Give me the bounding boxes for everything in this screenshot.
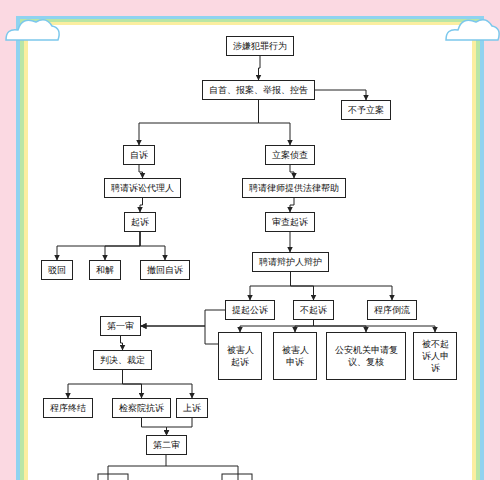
process-box: 聘请诉讼代理人 <box>104 178 181 198</box>
process-box: 第一审 <box>100 316 141 336</box>
box-label: 被害人申诉 <box>278 344 312 368</box>
process-box: 被不起诉人申诉 <box>413 332 457 380</box>
box-label: 提起公诉 <box>232 305 268 315</box>
process-box: 和解 <box>89 260 121 280</box>
process-box: 被害人起诉 <box>218 332 262 380</box>
flow-connector <box>121 336 123 350</box>
flow-connector <box>290 165 294 178</box>
process-box: 第二审 <box>146 435 187 455</box>
box-label: 涉嫌犯罪行为 <box>233 41 287 51</box>
flow-connector <box>142 418 167 435</box>
flow-connector <box>123 370 193 398</box>
continuation-lines <box>98 454 252 480</box>
process-box: 聘请辩护人辩护 <box>252 252 329 272</box>
process-box: 程序终结 <box>43 398 93 418</box>
process-box: 提起公诉 <box>225 300 275 320</box>
cloud <box>446 20 499 40</box>
box-label: 驳回 <box>48 265 66 275</box>
box-label: 立案侦查 <box>272 150 308 160</box>
process-box: 检察院抗诉 <box>112 398 171 418</box>
flow-connector <box>291 272 393 300</box>
start-box: 涉嫌犯罪行为 <box>226 36 294 56</box>
box-label: 撤回自诉 <box>147 265 183 275</box>
box-label: 自首、报案、举报、控告 <box>209 85 308 95</box>
flow-connector <box>259 100 291 145</box>
flow-connector <box>290 232 291 252</box>
box-label: 自诉 <box>130 150 148 160</box>
flow-connector <box>139 165 143 178</box>
box-label: 程序倒流 <box>374 305 410 315</box>
flow-connector <box>105 232 140 260</box>
flow-connector <box>68 370 123 398</box>
process-box: 立案侦查 <box>265 145 315 165</box>
flow-connector <box>140 198 143 212</box>
flow-connector <box>167 418 193 435</box>
box-label: 聘请诉讼代理人 <box>111 183 174 193</box>
process-box: 公安机关申请复议、复核 <box>326 332 406 380</box>
flow-connector <box>250 272 291 300</box>
flow-connector <box>139 100 259 145</box>
flow-connector <box>295 320 314 332</box>
box-label: 公安机关申请复议、复核 <box>331 344 401 368</box>
flow-connector <box>140 232 165 260</box>
process-box: 自首、报案、举报、控告 <box>202 80 315 100</box>
box-label: 起诉 <box>131 217 149 227</box>
inner-panel <box>28 25 472 480</box>
process-box: 判决、裁定 <box>93 350 152 370</box>
process-box: 上诉 <box>176 398 208 418</box>
process-box: 驳回 <box>41 260 73 280</box>
process-box: 不起诉 <box>293 300 334 320</box>
box-label: 和解 <box>96 265 114 275</box>
flow-connector <box>57 232 140 260</box>
process-box: 被害人申诉 <box>273 332 317 380</box>
cloud <box>6 20 59 40</box>
process-box: 程序倒流 <box>367 300 417 320</box>
box-label: 聘请辩护人辩护 <box>259 257 322 267</box>
box-label: 第二审 <box>153 440 180 450</box>
process-box: 自诉 <box>123 145 155 165</box>
flow-connector <box>315 90 366 100</box>
box-label: 不予立案 <box>348 105 384 115</box>
box-label: 上诉 <box>183 403 201 413</box>
box-label: 被害人起诉 <box>223 344 257 368</box>
end-box: 不予立案 <box>341 100 391 120</box>
box-label: 审查起诉 <box>272 217 308 227</box>
flow-connector <box>259 56 261 80</box>
process-box: 聘请律师提供法律帮助 <box>242 178 346 198</box>
flow-connector <box>141 326 218 344</box>
flow-connector <box>240 320 314 332</box>
box-label: 程序终结 <box>50 403 86 413</box>
process-box: 起诉 <box>124 212 156 232</box>
process-box: 审查起诉 <box>265 212 315 232</box>
box-label: 检察院抗诉 <box>119 403 164 413</box>
box-label: 不起诉 <box>300 305 327 315</box>
box-label: 判决、裁定 <box>100 355 145 365</box>
flow-connector <box>141 310 225 326</box>
flow-connector <box>314 320 436 332</box>
process-box: 撤回自诉 <box>140 260 190 280</box>
box-label: 第一审 <box>107 321 134 331</box>
box-label: 被不起诉人申诉 <box>418 338 452 374</box>
box-label: 聘请律师提供法律帮助 <box>249 183 339 193</box>
flow-connector <box>290 198 294 212</box>
